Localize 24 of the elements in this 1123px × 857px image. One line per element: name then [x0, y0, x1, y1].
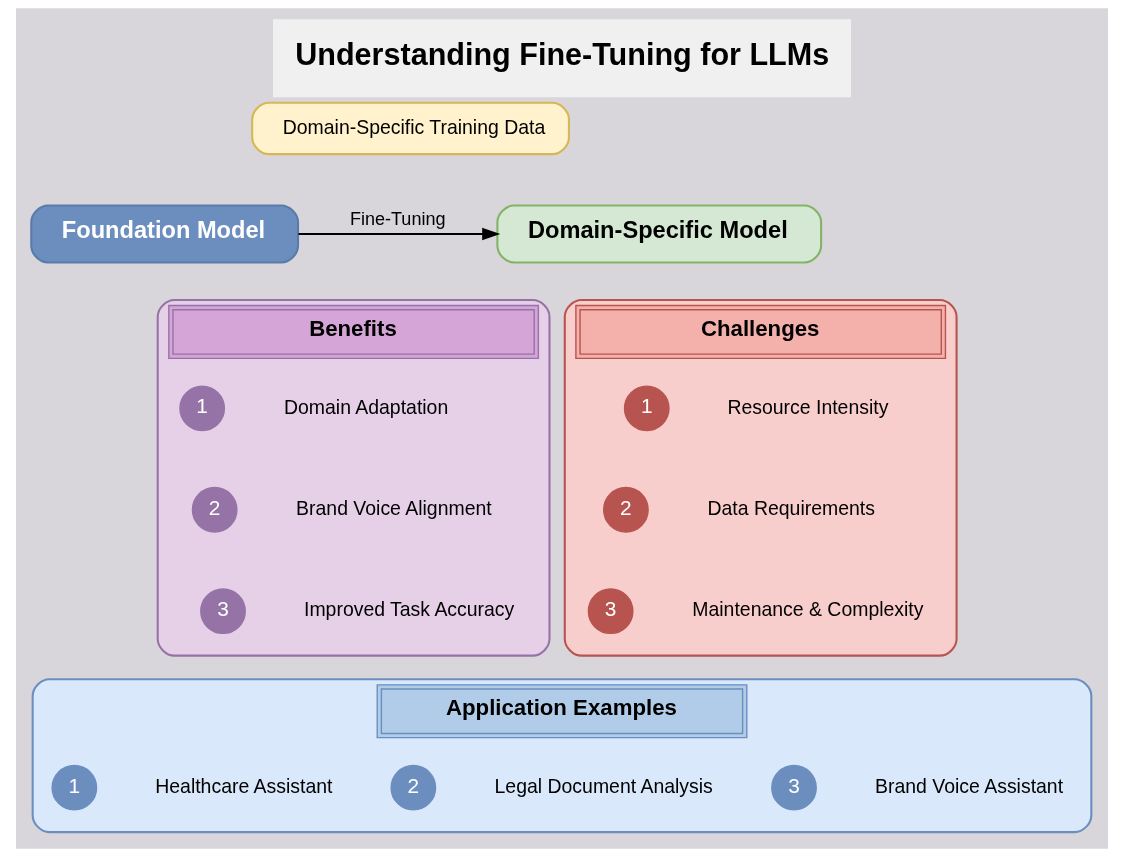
node-circle: 1 — [178, 385, 225, 432]
node-label: Healthcare Assistant — [154, 774, 332, 797]
arrow — [298, 227, 500, 241]
node-circle: 2 — [602, 486, 649, 533]
node-label: Improved Task Accuracy — [303, 598, 514, 621]
node-circle: 2 — [389, 764, 436, 811]
node-box: Foundation Model — [29, 204, 299, 264]
node-label: Data Requirements — [707, 496, 875, 519]
node-circle: 3 — [199, 588, 246, 635]
node-circle: 1 — [623, 385, 670, 432]
node-label: Legal Document Analysis — [494, 774, 713, 797]
node-label: Brand Voice Assistant — [874, 774, 1063, 797]
node-circle: 3 — [770, 764, 817, 811]
node-box: Domain-Specific Training Data — [250, 101, 570, 156]
node-circle: 1 — [50, 764, 97, 811]
node-circle: 2 — [191, 486, 238, 533]
node-label: Resource Intensity — [726, 395, 888, 418]
diagram-title: Understanding Fine-Tuning for LLMs — [294, 36, 829, 71]
node-label: Domain Adaptation — [283, 395, 448, 418]
node-box: Domain-Specific Model — [495, 204, 822, 264]
node-label: Brand Voice Alignment — [295, 496, 492, 519]
node-label: Maintenance & Complexity — [691, 598, 924, 621]
node-circle: 3 — [587, 588, 634, 635]
edge-label: Fine-Tuning — [349, 208, 446, 229]
